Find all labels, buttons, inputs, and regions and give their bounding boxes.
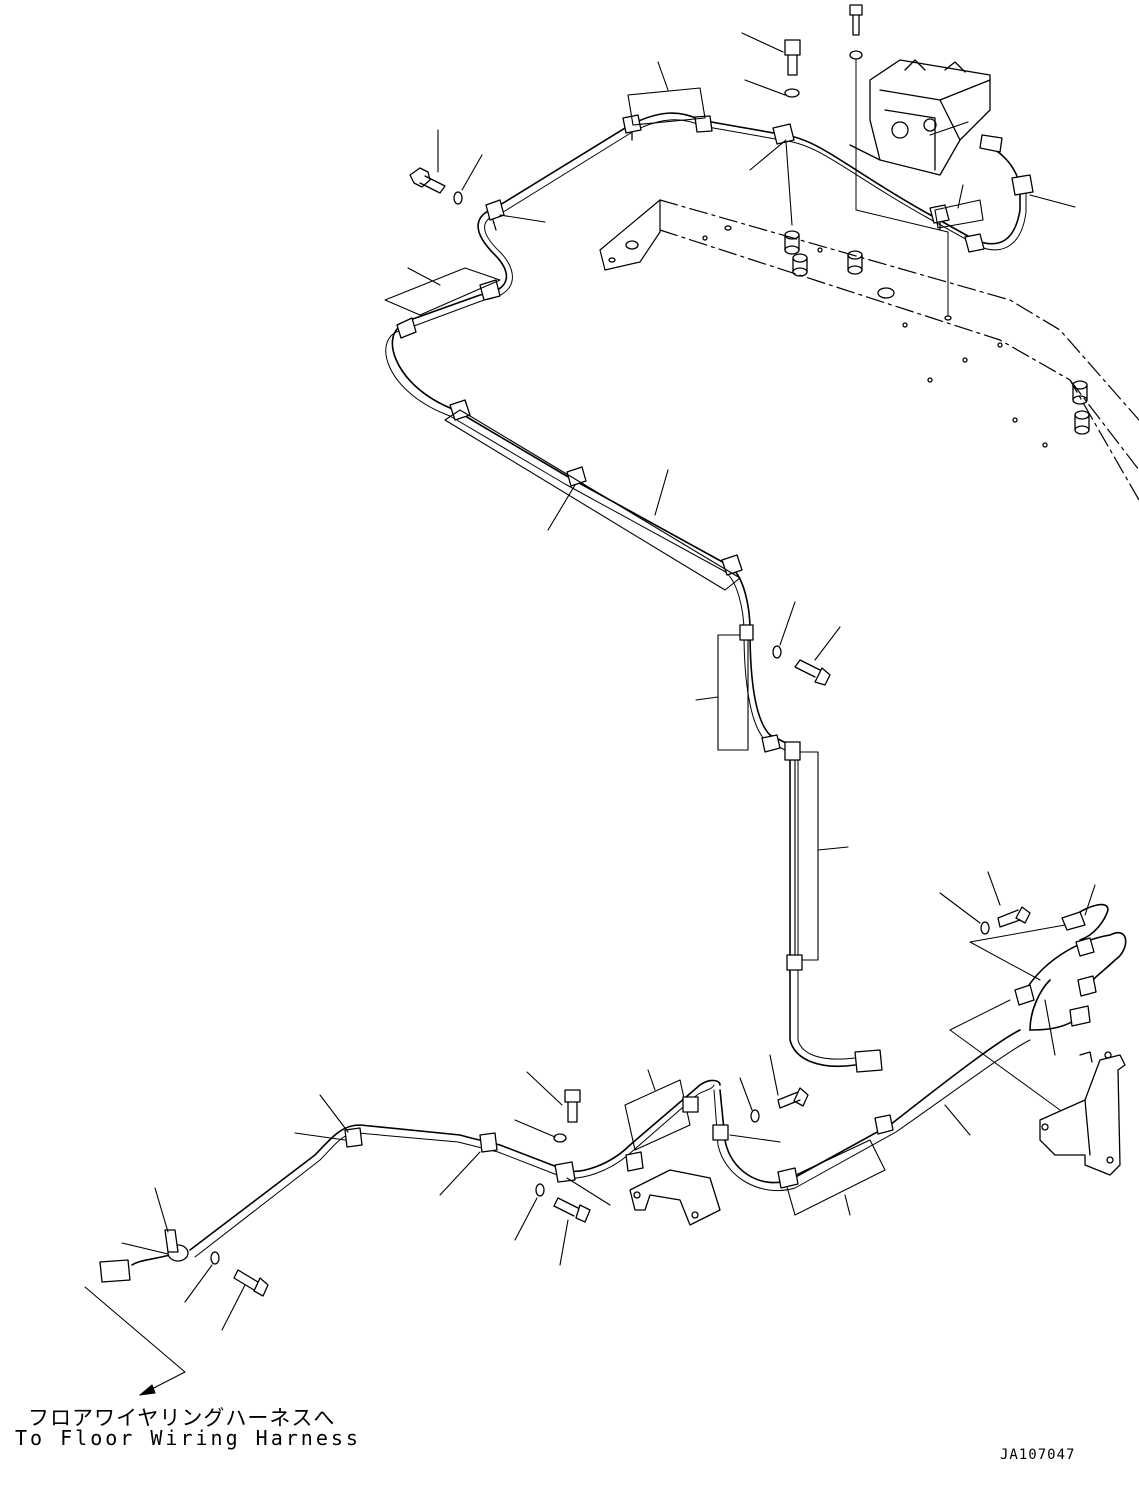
harness-lower bbox=[131, 1029, 1031, 1266]
frame-outline bbox=[599, 199, 1139, 501]
annotation-japanese: フロアワイヤリングハーネスへ bbox=[28, 1406, 336, 1430]
upper-clamps bbox=[396, 114, 1034, 576]
leader-lines bbox=[121, 32, 1096, 1331]
drawing-number: JA107047 bbox=[1000, 1447, 1076, 1463]
upper-brackets bbox=[384, 87, 984, 591]
right-bracket bbox=[1039, 1051, 1126, 1176]
lower-bracket-part bbox=[629, 1169, 721, 1226]
annotation-english: To Floor Wiring Harness bbox=[15, 1426, 361, 1450]
right-fasteners bbox=[949, 906, 1066, 1111]
harness-vertical bbox=[789, 744, 856, 1068]
upper-fasteners bbox=[409, 39, 831, 686]
lower-clamps bbox=[99, 1096, 894, 1283]
right-connector-parts bbox=[1014, 911, 1097, 1027]
bolt-top-right bbox=[849, 4, 949, 316]
lower-fasteners bbox=[210, 1087, 809, 1297]
vertical-clamps bbox=[739, 624, 883, 1073]
switch-assembly bbox=[849, 59, 991, 176]
lower-brackets bbox=[624, 1079, 886, 1216]
vertical-brackets bbox=[717, 634, 819, 961]
floor-harness-pointer bbox=[84, 1286, 186, 1396]
frame-bushings bbox=[608, 225, 1090, 448]
